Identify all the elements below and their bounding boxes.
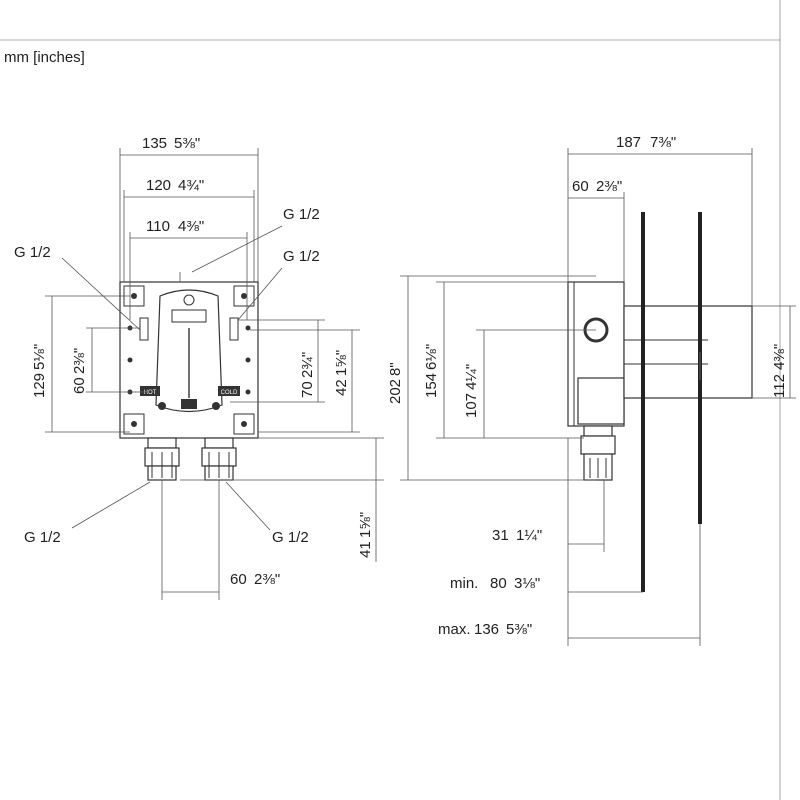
right-side-port bbox=[229, 317, 239, 341]
dim-70-value: 70 bbox=[299, 381, 316, 398]
dim-135-inch: 5⅜" bbox=[174, 135, 200, 152]
bottom-connector-left bbox=[144, 437, 180, 481]
thread-left-label: G 1/2 bbox=[14, 244, 51, 261]
thread-bottom-right-label: G 1/2 bbox=[272, 529, 309, 546]
hot-label: HOT bbox=[144, 390, 157, 396]
cold-port-dot bbox=[212, 402, 220, 410]
valve-bottom-block bbox=[181, 399, 197, 409]
mounting-tab-bl bbox=[123, 413, 145, 435]
thread-bottom-left-label: G 1/2 bbox=[24, 529, 61, 546]
dim-42-inch: 1⅝" bbox=[333, 350, 350, 376]
units-label: mm [inches] bbox=[4, 49, 85, 66]
dim-187-inch: 7⅜" bbox=[650, 134, 676, 151]
cold-label-badge bbox=[218, 386, 240, 396]
dim-max-inch: 5⅜" bbox=[506, 621, 532, 638]
side-view bbox=[567, 212, 753, 592]
dim-154-inch: 6⅛" bbox=[423, 344, 440, 370]
dim-41-inch: 1⅝" bbox=[357, 512, 374, 538]
dim-120-value: 120 bbox=[146, 177, 171, 194]
dim-202-inch: 8" bbox=[387, 362, 404, 376]
dim-107-inch: 4¼" bbox=[463, 364, 480, 390]
dim-112-value: 112 bbox=[771, 374, 788, 398]
mounting-tab-tr bbox=[233, 285, 255, 307]
dim-60-left-inch: 2⅜" bbox=[71, 348, 88, 374]
dim-112-inch: 4⅜" bbox=[771, 344, 788, 370]
thread-top-label: G 1/2 bbox=[283, 206, 320, 223]
dim-60-bottom-inch: 2⅜" bbox=[254, 571, 280, 588]
mounting-tab-br bbox=[233, 413, 255, 435]
dim-60-bottom-value: 60 bbox=[230, 571, 247, 588]
dim-max-value: 136 bbox=[474, 621, 499, 638]
dim-154-value: 154 bbox=[423, 373, 440, 398]
dim-31-value: 31 bbox=[492, 527, 509, 544]
bottom-connector-right bbox=[201, 437, 237, 481]
dim-110-value: 110 bbox=[146, 218, 170, 235]
dim-202-value: 202 bbox=[387, 379, 404, 404]
lower-block bbox=[577, 377, 625, 425]
front-view: HOT COLD bbox=[119, 281, 259, 481]
side-dimension-lines bbox=[400, 148, 796, 646]
dim-107-value: 107 bbox=[463, 393, 480, 418]
thread-right-label: G 1/2 bbox=[283, 248, 320, 265]
valve-label-plate bbox=[171, 309, 207, 323]
hot-label-badge bbox=[140, 386, 160, 396]
front-dimension-lines bbox=[45, 148, 384, 600]
top-port bbox=[183, 294, 195, 306]
dim-41-value: 41 bbox=[357, 541, 374, 558]
side-dimension-texts: 187 7⅜" 60 2⅜" 202 8" 154 6⅛" 107 4¼" 11… bbox=[387, 134, 788, 638]
dim-129-inch: 5⅛" bbox=[31, 344, 48, 370]
dim-60-left-value: 60 bbox=[71, 377, 88, 394]
front-dimension-texts: 135 5⅜" 120 4¾" 110 4⅜" G 1/2 G 1/2 G 1/… bbox=[14, 135, 374, 588]
hot-port-dot bbox=[158, 402, 166, 410]
dim-187-value: 187 bbox=[616, 134, 641, 151]
dim-min-prefix: min. bbox=[450, 575, 478, 592]
dim-135-value: 135 bbox=[142, 135, 167, 152]
side-bottom-connector bbox=[580, 425, 616, 481]
dim-42-value: 42 bbox=[333, 379, 350, 396]
dim-max-prefix: max. bbox=[438, 621, 471, 638]
wall-plate-min bbox=[641, 212, 645, 592]
extension-sleeve bbox=[623, 305, 753, 399]
dim-110-inch: 4⅜" bbox=[178, 218, 204, 235]
dim-31-inch: 1¼" bbox=[516, 527, 542, 544]
dim-60-side-inch: 2⅜" bbox=[596, 178, 622, 195]
cold-label: COLD bbox=[221, 390, 238, 396]
dim-min-value: 80 bbox=[490, 575, 507, 592]
dim-120-inch: 4¾" bbox=[178, 177, 204, 194]
dim-min-inch: 3⅛" bbox=[514, 575, 540, 592]
dim-60-side-value: 60 bbox=[572, 178, 589, 195]
dim-129-value: 129 bbox=[31, 373, 48, 398]
dim-70-inch: 2¾" bbox=[299, 352, 316, 378]
left-side-port bbox=[139, 317, 149, 341]
